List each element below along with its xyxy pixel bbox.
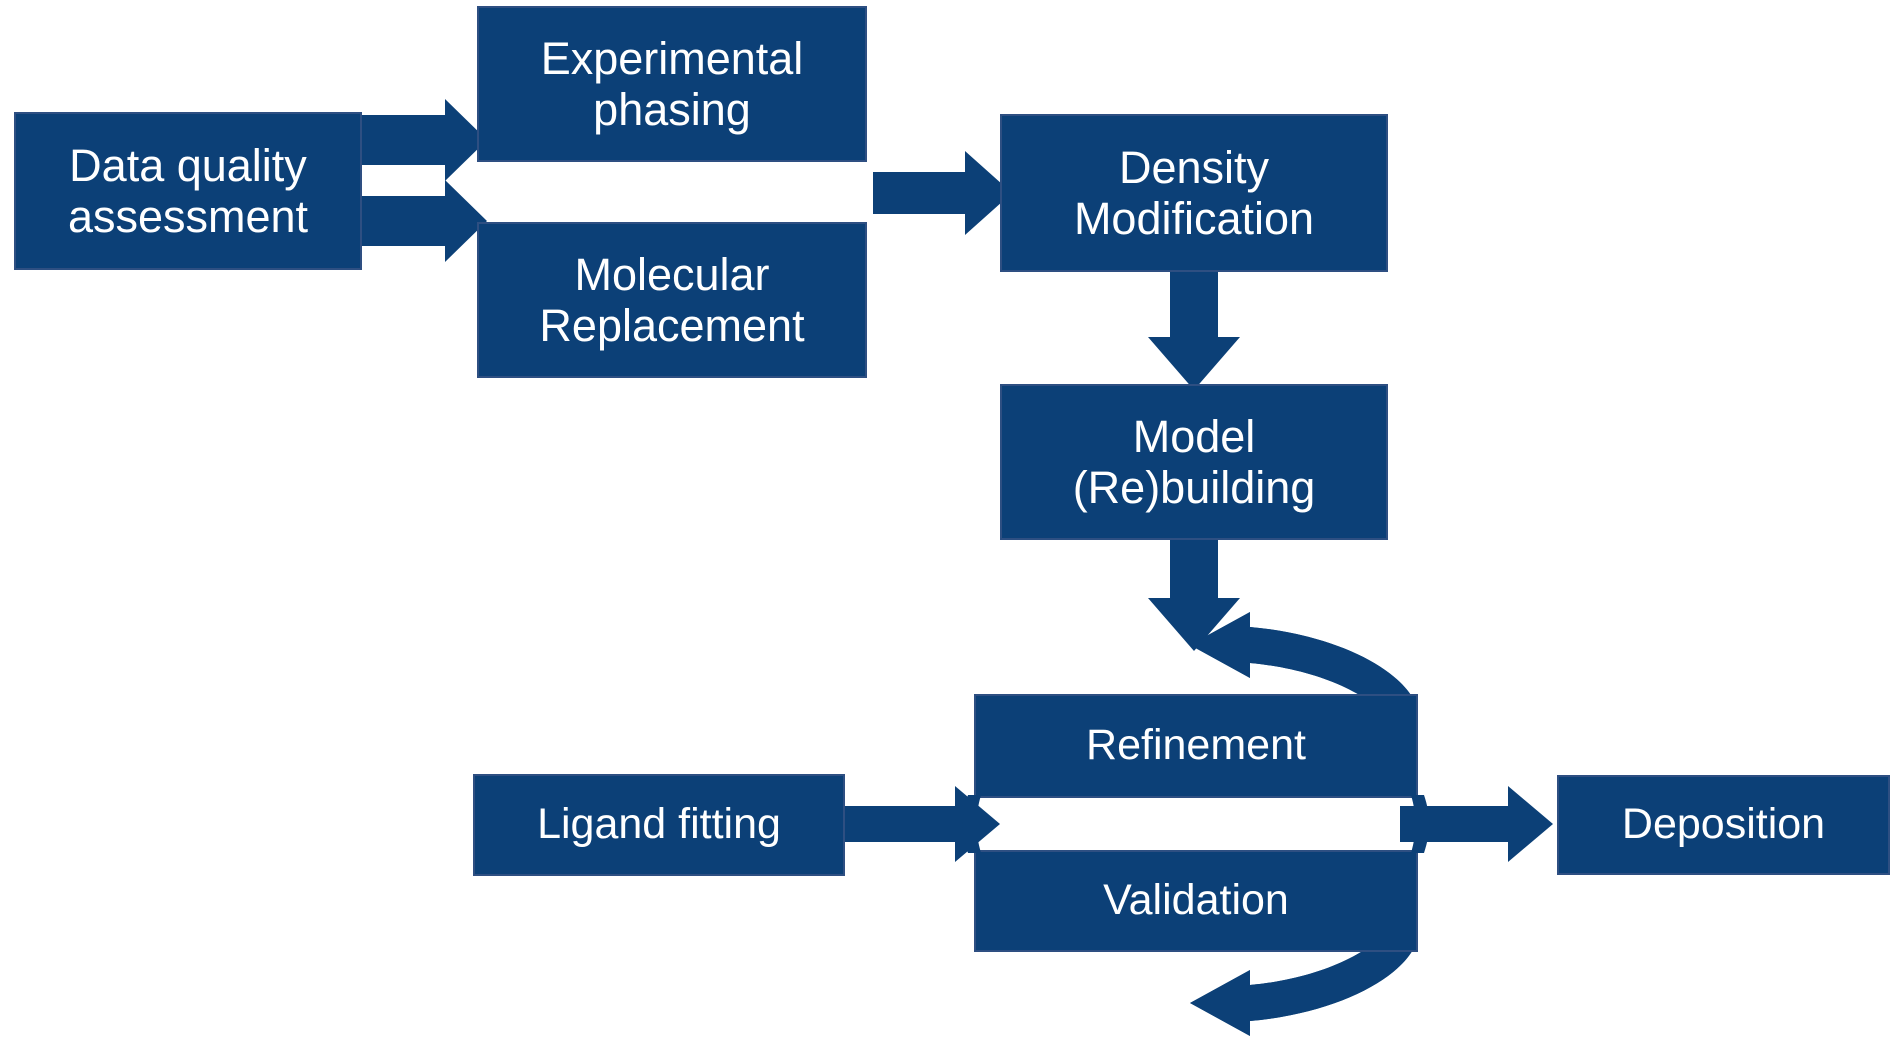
node-label: Deposition	[1621, 800, 1826, 849]
node-experimental-phasing[interactable]: Experimental phasing	[477, 6, 867, 162]
node-model-rebuilding[interactable]: Model (Re)building	[1000, 384, 1388, 540]
node-label: Validation	[1103, 876, 1289, 925]
node-refinement[interactable]: Refinement	[974, 694, 1418, 798]
node-validation[interactable]: Validation	[974, 850, 1418, 952]
cycle-arrow-refinement-validation	[1190, 612, 1414, 1036]
arrow-phasing-to-density-modification	[873, 151, 1012, 235]
node-molecular-replacement[interactable]: Molecular Replacement	[477, 222, 867, 378]
arrow-validation-to-deposition	[1400, 786, 1553, 862]
node-label: Density Modification	[1073, 141, 1315, 244]
node-label: Experimental phasing	[540, 32, 804, 135]
arrow-density-modification-to-model-rebuilding	[1148, 270, 1240, 390]
node-label: Data quality assessment	[67, 139, 309, 242]
node-deposition[interactable]: Deposition	[1557, 775, 1890, 875]
arrow-ligand-fitting-to-refinement	[845, 786, 1000, 862]
node-data-quality-assessment[interactable]: Data quality assessment	[14, 112, 362, 270]
node-label: Ligand fitting	[537, 800, 781, 849]
node-label: Molecular Replacement	[539, 248, 805, 351]
arrow-data-quality-to-experimental-phasing	[362, 99, 487, 181]
node-label: Refinement	[1086, 721, 1306, 770]
node-label: Model (Re)building	[1072, 410, 1316, 513]
arrow-data-quality-to-molecular-replacement	[362, 180, 487, 262]
node-density-modification[interactable]: Density Modification	[1000, 114, 1388, 272]
arrow-model-rebuilding-to-refinement	[1148, 538, 1240, 651]
node-ligand-fitting[interactable]: Ligand fitting	[473, 774, 845, 876]
